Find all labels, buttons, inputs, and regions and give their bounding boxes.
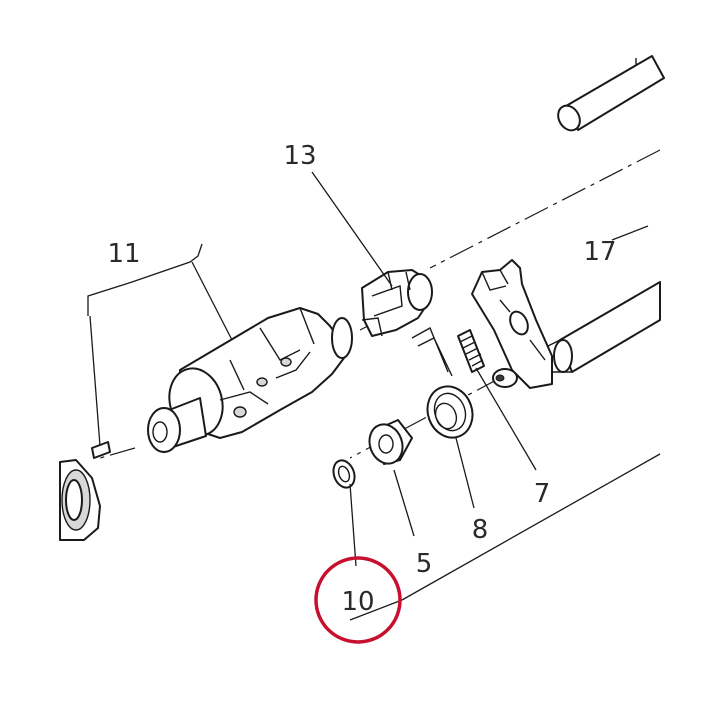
- torsion-spring: [411, 327, 474, 439]
- label-13: 13: [283, 141, 316, 171]
- highlight-circle: [314, 556, 402, 644]
- shift-arm: [471, 259, 553, 389]
- label-17: 17: [583, 237, 616, 267]
- return-spring-small: [457, 329, 485, 373]
- bearing: [59, 459, 101, 541]
- leader-lines: [311, 171, 661, 621]
- rod-upper: [557, 55, 665, 132]
- label-11: 11: [107, 239, 140, 269]
- label-7: 7: [534, 479, 551, 509]
- label-5: 5: [416, 549, 433, 579]
- label-8: 8: [472, 515, 489, 545]
- bracket-11: [87, 243, 233, 447]
- callout-labels: 13 11 17 7 8 5 10: [107, 141, 616, 617]
- collar: [368, 419, 413, 465]
- stopper-plate: [361, 269, 433, 337]
- label-10: 10: [341, 587, 374, 617]
- dowel-pin: [91, 441, 111, 459]
- shift-drum: [147, 307, 353, 453]
- circlip: [332, 459, 356, 489]
